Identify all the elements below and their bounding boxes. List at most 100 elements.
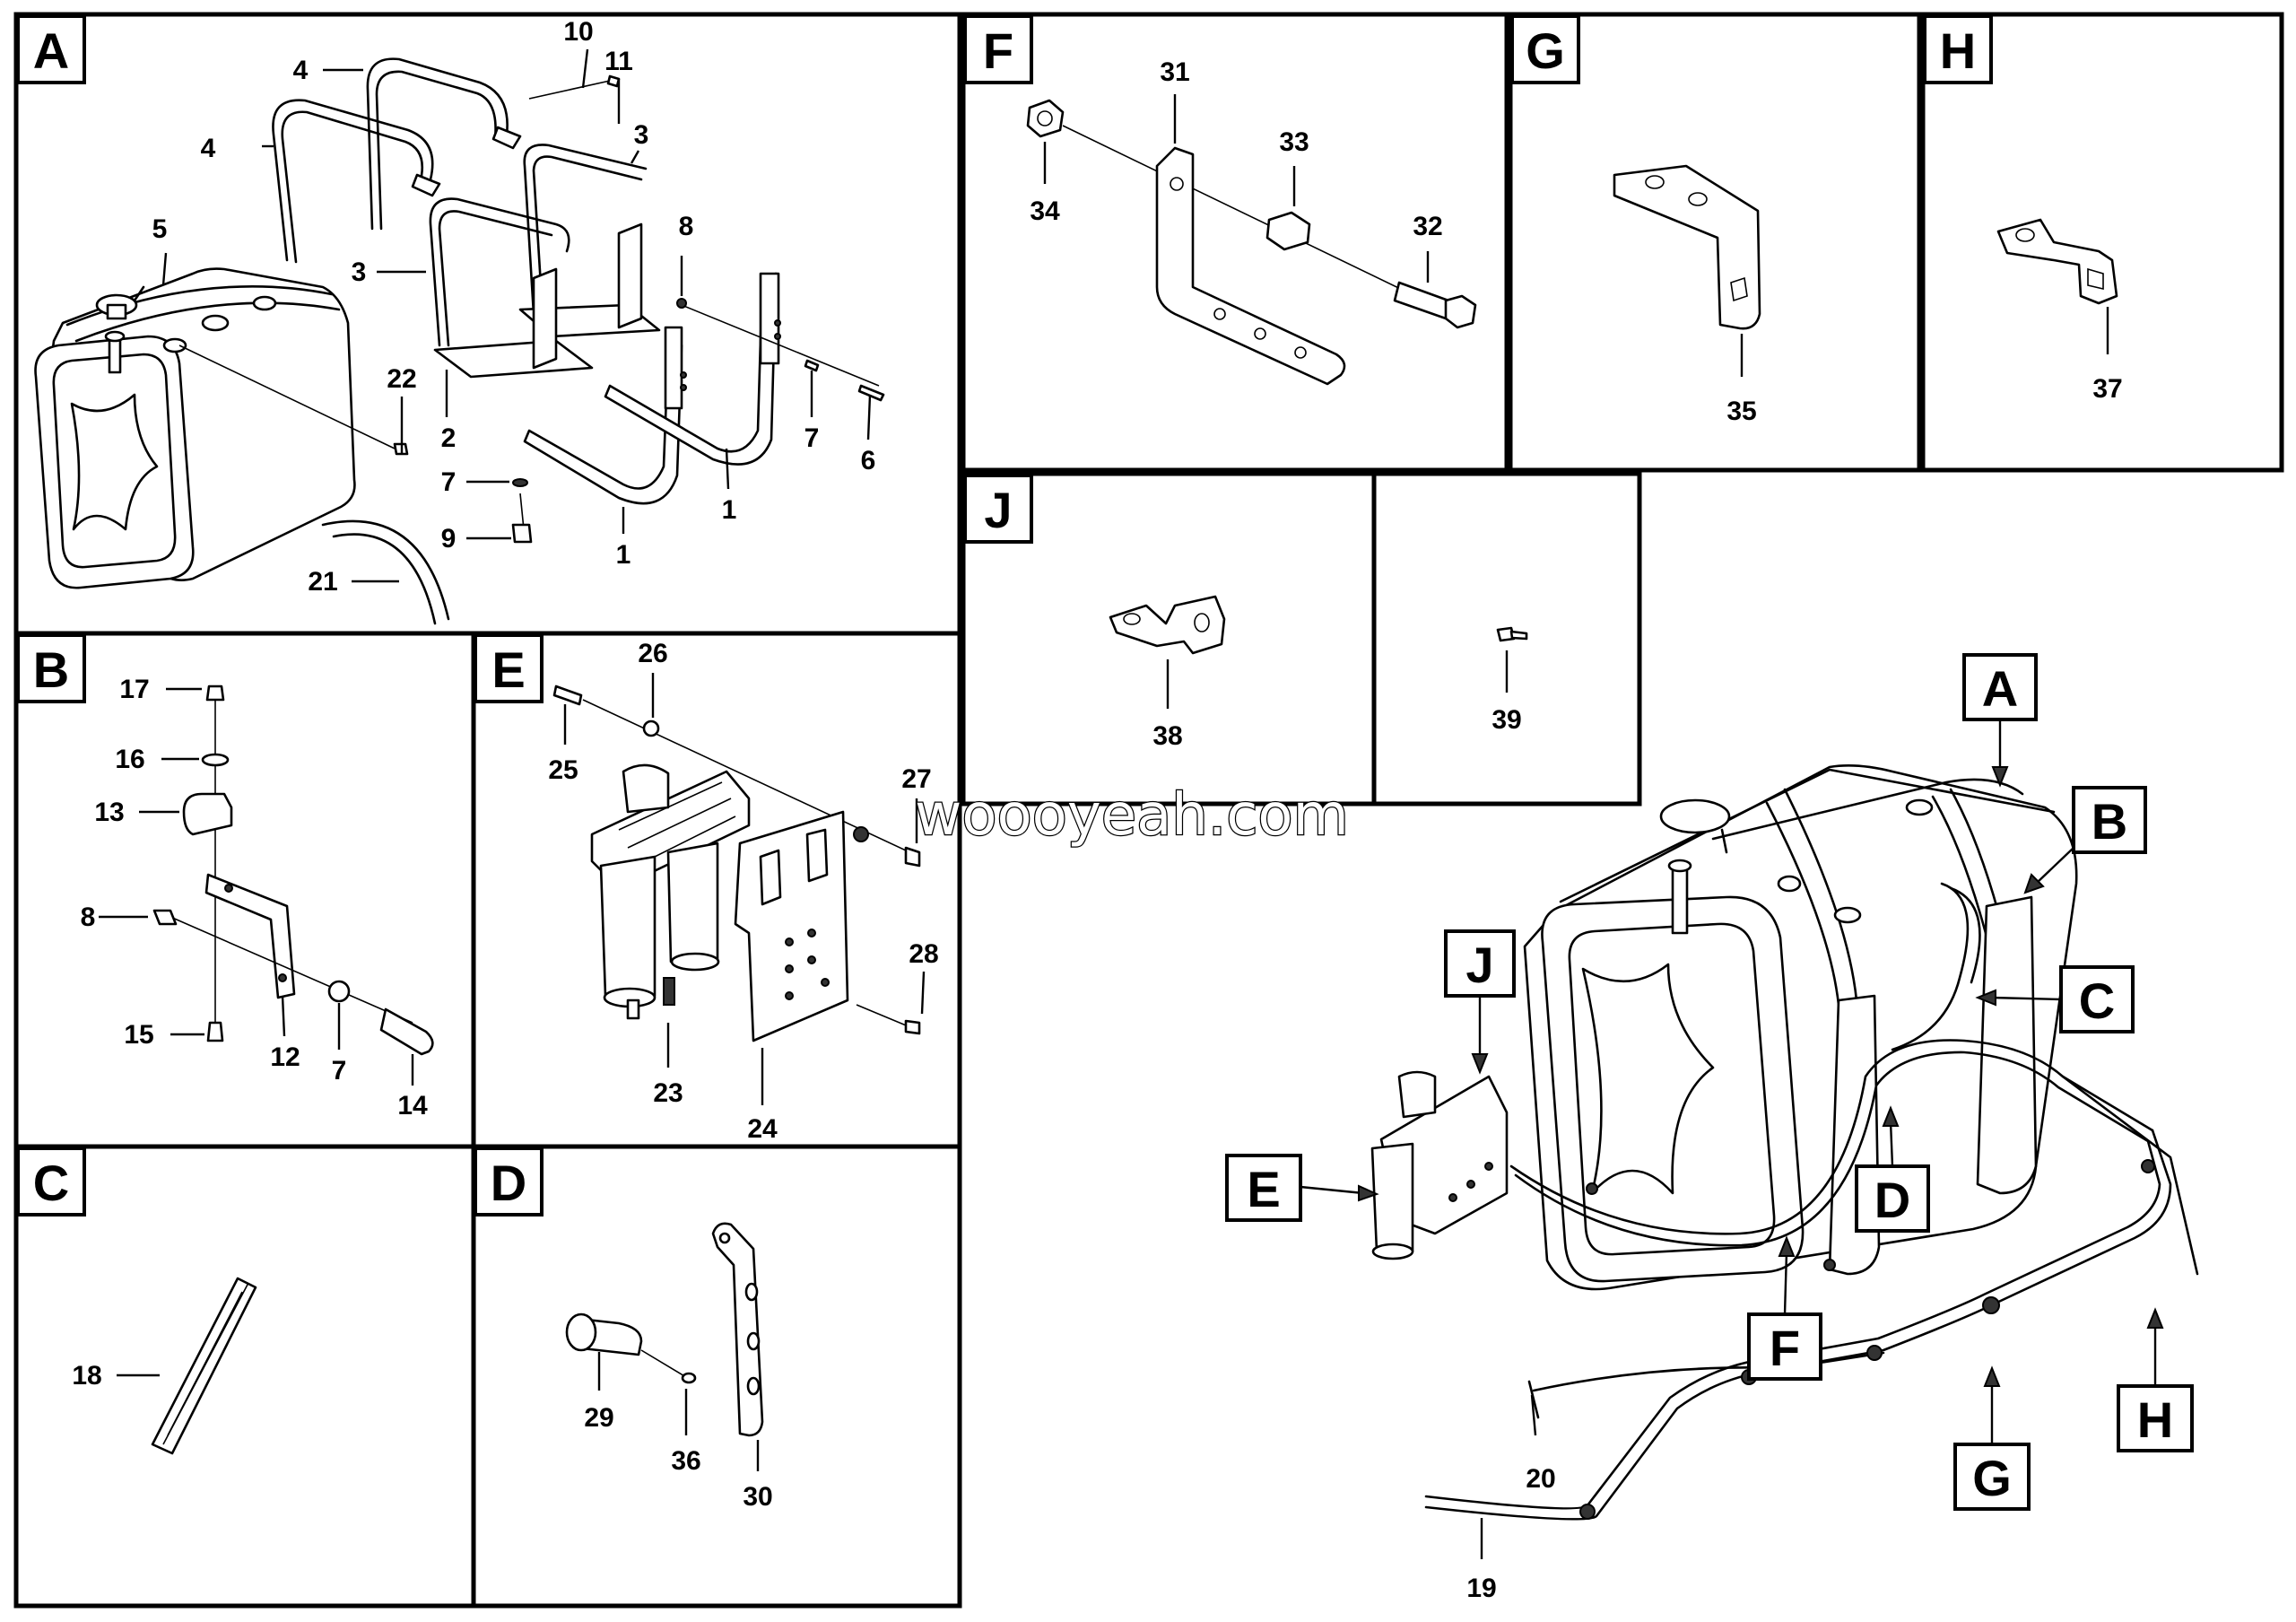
part-number-17: 17	[119, 675, 149, 704]
filter-bowl-right	[666, 842, 719, 969]
part-number-7a: 7	[441, 467, 457, 497]
callout-d: D	[1874, 1172, 1910, 1228]
panel-d-drawing: 29 36 30	[565, 1222, 773, 1512]
panel-f-drawing: 34 31 33 32	[1026, 57, 1477, 386]
bracket-30	[711, 1222, 764, 1437]
callout-b: B	[2092, 793, 2127, 850]
part-number-22: 22	[387, 364, 416, 394]
panel-e-numbers: 26 25 27 28 23 24	[548, 639, 938, 1144]
panel-b-drawing	[99, 685, 434, 1086]
callout-c: C	[2079, 972, 2115, 1029]
panel-g-frame	[1508, 12, 1922, 473]
bracket-31	[1155, 146, 1346, 386]
part-number-33: 33	[1279, 127, 1309, 157]
assembly-callouts: A B C D E F G H J	[1225, 653, 2194, 1511]
panel-a-numbers: 10 11 4 4 3 3 5 8 22 2 7 9 1 1 7 6 21	[152, 17, 876, 597]
part-number-24: 24	[747, 1114, 778, 1144]
part-number-7c: 7	[332, 1056, 347, 1086]
part-number-7b: 7	[804, 423, 820, 453]
panel-d-frame	[471, 1144, 962, 1609]
part-number-13: 13	[94, 798, 124, 827]
part-number-21: 21	[308, 567, 337, 597]
part-number-29: 29	[584, 1403, 613, 1433]
rubber-pad-2	[433, 339, 594, 379]
part-number-23: 23	[653, 1078, 683, 1108]
panel-label-g: G	[1526, 22, 1565, 79]
panel-j-drawing: 38	[1109, 595, 1226, 751]
assembly-numbers: 20 19	[1466, 1394, 1556, 1603]
tank-bracket-1	[523, 344, 683, 505]
bracket-37	[1996, 218, 2118, 305]
part-number-16: 16	[115, 745, 144, 774]
bracket-12	[204, 873, 296, 999]
part-number-6: 6	[861, 446, 876, 475]
part-number-12: 12	[270, 1042, 300, 1072]
panel-a-leaders	[161, 48, 872, 583]
part-number-32: 32	[1413, 212, 1442, 241]
panel-a-drawing	[34, 57, 885, 625]
part-number-4b: 4	[201, 134, 216, 163]
hose-21	[321, 519, 450, 621]
panel-label-e: E	[491, 641, 525, 698]
part-number-31: 31	[1160, 57, 1189, 87]
part-number-1a: 1	[616, 540, 631, 570]
panel-g-drawing: 35	[1613, 164, 1761, 426]
part-number-19: 19	[1466, 1574, 1496, 1603]
part-number-2: 2	[441, 423, 457, 453]
part-number-10: 10	[563, 17, 593, 47]
part-number-38: 38	[1152, 721, 1182, 751]
clamp-13	[182, 792, 233, 836]
part-number-8b: 8	[81, 903, 96, 932]
bolt-14	[379, 1007, 434, 1056]
nut-34	[1026, 99, 1065, 138]
part-number-18: 18	[72, 1361, 101, 1391]
panel-label-a: A	[33, 22, 69, 79]
panel-letters: A B E C D F G H J	[16, 14, 1993, 1216]
watermark: woooyeah.com	[915, 782, 1349, 849]
part-number-35: 35	[1726, 397, 1756, 426]
washer-33	[1265, 211, 1311, 251]
part-number-9: 9	[441, 524, 457, 554]
assembly-view	[1370, 764, 2199, 1521]
part-number-8a: 8	[679, 212, 694, 241]
callout-a: A	[1982, 660, 2018, 717]
panel-c-drawing: 18	[72, 1277, 257, 1455]
part-number-3b: 3	[352, 257, 367, 287]
part-number-39: 39	[1492, 705, 1521, 735]
bracket-35	[1613, 164, 1761, 330]
callout-g: G	[1972, 1450, 2012, 1506]
panel-label-j: J	[984, 482, 1012, 538]
panel-label-c: C	[33, 1155, 69, 1211]
callout-j: J	[1465, 937, 1493, 993]
mounting-plate-24	[734, 810, 849, 1042]
part-number-37: 37	[2092, 374, 2122, 404]
part-number-20: 20	[1526, 1464, 1555, 1494]
bracket-38	[1109, 595, 1226, 655]
part-number-27: 27	[901, 764, 931, 794]
tank-strap-upper	[272, 99, 434, 262]
part-number-11: 11	[604, 47, 633, 76]
part-number-5: 5	[152, 214, 168, 244]
panel-label-h: H	[1940, 22, 1976, 79]
part-number-14: 14	[397, 1091, 428, 1121]
part-number-30: 30	[743, 1482, 772, 1512]
assembly-filter-bowl	[1370, 1142, 1414, 1259]
panel-h-frame	[1920, 12, 2284, 473]
part-number-26: 26	[638, 639, 667, 668]
panel-b-numbers: 17 16 13 8 15 12 7 14	[81, 675, 428, 1121]
filter-bowl-left	[599, 855, 657, 1004]
tank-strap-rear	[366, 57, 509, 231]
panel-label-f: F	[983, 22, 1013, 79]
callout-f: F	[1770, 1320, 1800, 1376]
part-number-15: 15	[124, 1020, 153, 1050]
panel-39-frame	[1371, 471, 1642, 807]
part-number-28: 28	[909, 939, 938, 969]
panel-f-frame	[961, 12, 1509, 473]
panel-39-drawing: 39	[1492, 626, 1528, 735]
part-number-3a: 3	[634, 120, 649, 150]
filter-head	[590, 770, 751, 890]
bolt-32	[1393, 281, 1450, 320]
panel-h-drawing: 37	[1996, 218, 2123, 404]
panel-label-b: B	[33, 641, 69, 698]
